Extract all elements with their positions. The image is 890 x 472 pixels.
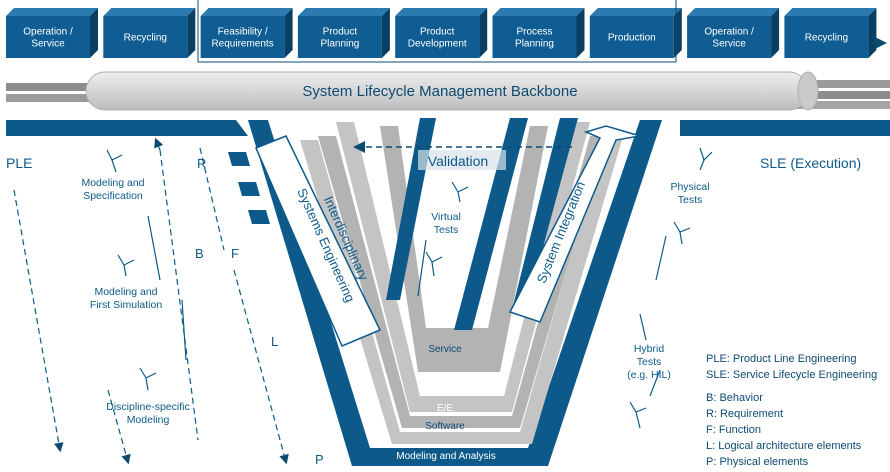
legend-p: P: Physical elements — [706, 456, 809, 468]
process-box: Operation /Service — [687, 8, 780, 58]
l-letter: L — [271, 334, 278, 349]
process-box-label: Operation /Service — [23, 27, 73, 50]
layer-software-label: Software — [425, 421, 465, 432]
legend-r: R: Requirement — [706, 408, 784, 420]
process-box-label: Operation /Service — [704, 27, 754, 50]
fork-glyphs — [106, 147, 713, 429]
stripe — [248, 210, 270, 224]
legend-ple: PLE: Product Line Engineering — [706, 353, 857, 365]
process-box-label: Feasibility /Requirements — [211, 27, 273, 50]
sle-label: SLE (Execution) — [760, 155, 861, 171]
b-dashed-line — [159, 149, 199, 441]
process-box: Recycling — [784, 8, 877, 58]
process-box: Feasibility /Requirements — [200, 8, 293, 58]
v-layer-ee — [318, 136, 606, 428]
v-layer-mechanics — [336, 122, 590, 412]
v-outer-blue — [248, 120, 662, 466]
legend-top: PLE: Product Line Engineering SLE: Servi… — [706, 351, 877, 383]
p-letter: P — [315, 452, 324, 467]
backbone-label: System Lifecycle Management Backbone — [302, 83, 577, 100]
ple-label: PLE — [6, 155, 32, 171]
legend-sle: SLE: Service Lifecycle Engineering — [706, 369, 878, 381]
r-dashed-line — [199, 147, 225, 251]
process-box-label: Production — [608, 33, 656, 44]
stripe — [228, 152, 250, 166]
process-boxes: Operation /Service Recycling Feasibility /… — [6, 8, 877, 58]
ple-bar — [6, 120, 248, 136]
layer-modeling-label: Modeling and Analysis — [396, 451, 496, 462]
v-layer-software — [300, 140, 622, 444]
process-box-label: Recycling — [124, 33, 167, 44]
backbone-tube — [6, 71, 890, 111]
v-model — [248, 118, 662, 466]
discipline-dashed-arrow — [107, 389, 131, 465]
legend-f: F: Function — [706, 424, 762, 436]
legend-b: B: Behavior — [706, 392, 763, 404]
sle-bar — [680, 120, 890, 136]
layer-service-label: Service — [428, 344, 462, 355]
b-letter: B — [195, 246, 204, 261]
validation-label: Validation — [428, 153, 488, 169]
r-letter: R — [197, 156, 206, 171]
system-integration-arrow — [508, 125, 641, 323]
process-box-label: Recycling — [805, 33, 848, 44]
stripe — [238, 182, 260, 196]
systems-engineering-arrow — [255, 135, 382, 347]
process-box: Operation /Service — [6, 8, 98, 58]
v-layer-service — [380, 126, 548, 372]
process-box: Production — [589, 8, 682, 58]
f-letter: F — [231, 246, 239, 261]
legend-l: L: Logical architecture elements — [706, 440, 862, 452]
b-dashed-arrow-head — [154, 137, 164, 151]
legend-bottom: B: Behavior R: Requirement F: Function L… — [706, 390, 861, 470]
v-inner-blue — [512, 118, 578, 310]
ple-dashed-arrow — [13, 189, 64, 453]
layer-mechanics-label: Mechanics — [421, 383, 469, 394]
rf-dashed-arrow — [233, 269, 289, 465]
validation-label-bg — [418, 150, 506, 170]
process-box: Recycling — [103, 8, 196, 58]
v-inner-blue — [454, 118, 528, 330]
layer-ee-label: E/E — [437, 403, 453, 414]
